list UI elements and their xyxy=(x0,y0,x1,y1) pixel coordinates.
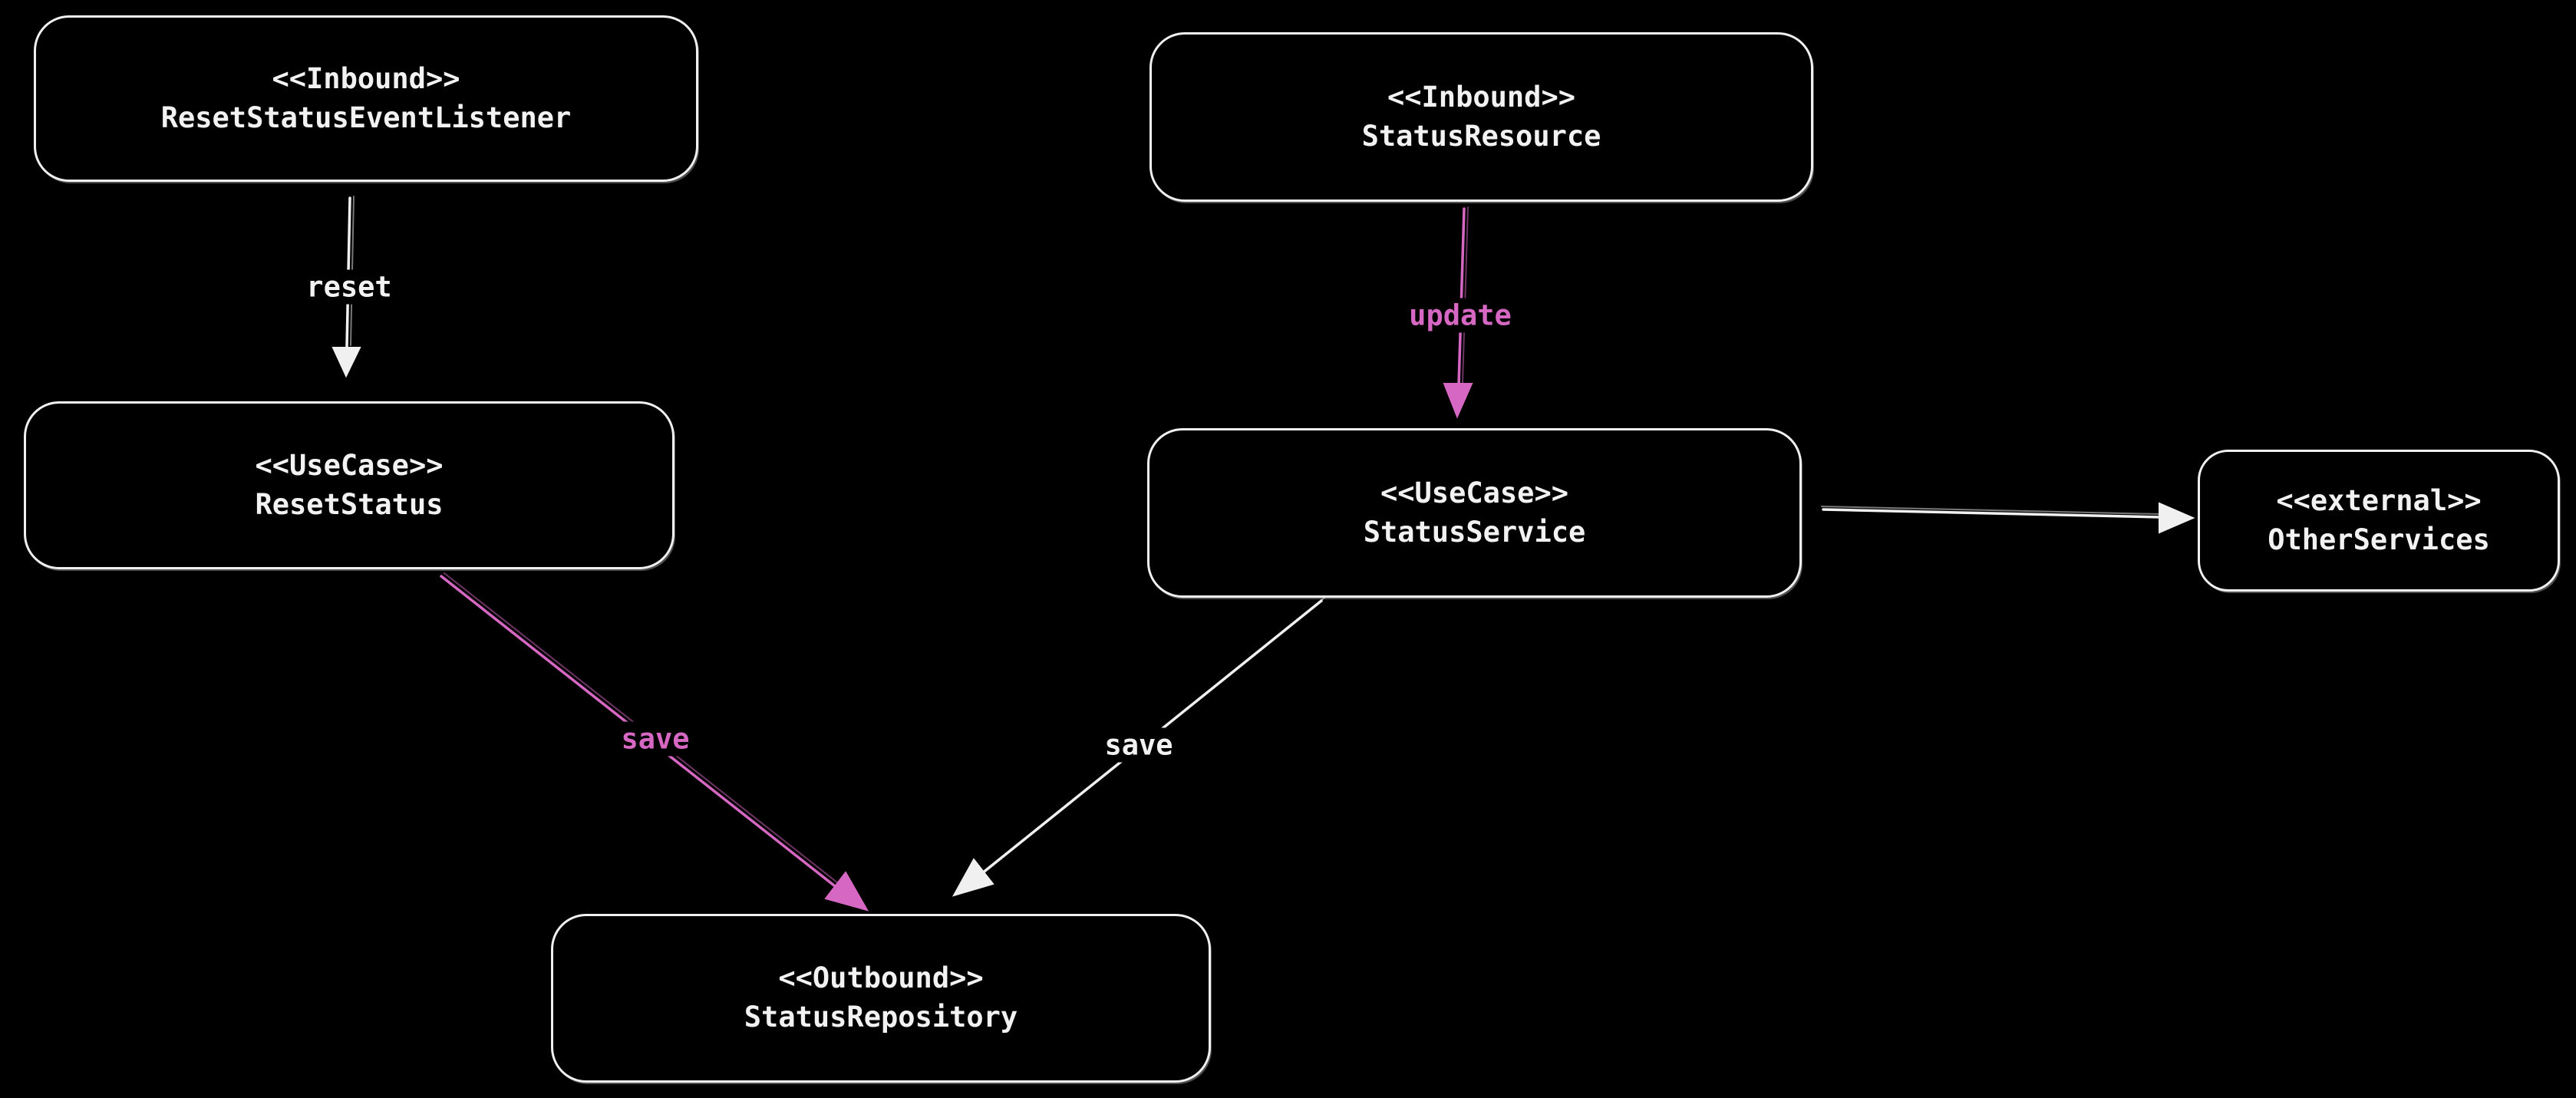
arrowhead-update xyxy=(1443,383,1473,419)
node-status-service: <<UseCase>> StatusService xyxy=(1147,428,1802,598)
node-status-repository: <<Outbound>> StatusRepository xyxy=(551,914,1211,1083)
arrowhead-save-from-service xyxy=(952,858,994,897)
arrowhead-reset xyxy=(331,347,361,378)
edge-label-save-from-service: save xyxy=(1092,727,1186,763)
edge-label-save-from-reset: save xyxy=(609,721,702,757)
node-name: OtherServices xyxy=(2268,523,2490,556)
node-stereotype: <<Outbound>> xyxy=(778,961,984,995)
node-name: StatusRepository xyxy=(744,1001,1018,1034)
node-stereotype: <<UseCase>> xyxy=(1380,476,1569,509)
node-stereotype: <<UseCase>> xyxy=(255,448,444,482)
node-name: ResetStatus xyxy=(255,487,444,521)
edge-label-reset: reset xyxy=(294,269,404,305)
node-name: StatusResource xyxy=(1361,119,1601,153)
node-stereotype: <<external>> xyxy=(2276,483,2482,517)
node-reset-status-event-listener: <<Inbound>> ResetStatusEventListener xyxy=(34,15,698,182)
node-other-services: <<external>> OtherServices xyxy=(2198,450,2560,592)
arrowhead-to-external xyxy=(2159,502,2195,534)
node-name: StatusService xyxy=(1363,515,1586,549)
arrowhead-save-from-reset xyxy=(824,871,869,912)
node-reset-status: <<UseCase>> ResetStatus xyxy=(24,401,675,569)
node-stereotype: <<Inbound>> xyxy=(272,61,460,95)
node-status-resource: <<Inbound>> StatusResource xyxy=(1149,32,1813,202)
node-stereotype: <<Inbound>> xyxy=(1387,80,1576,114)
arrow-to-external xyxy=(1821,502,2195,534)
edge-label-update: update xyxy=(1397,298,1524,333)
node-name: ResetStatusEventListener xyxy=(160,101,572,134)
